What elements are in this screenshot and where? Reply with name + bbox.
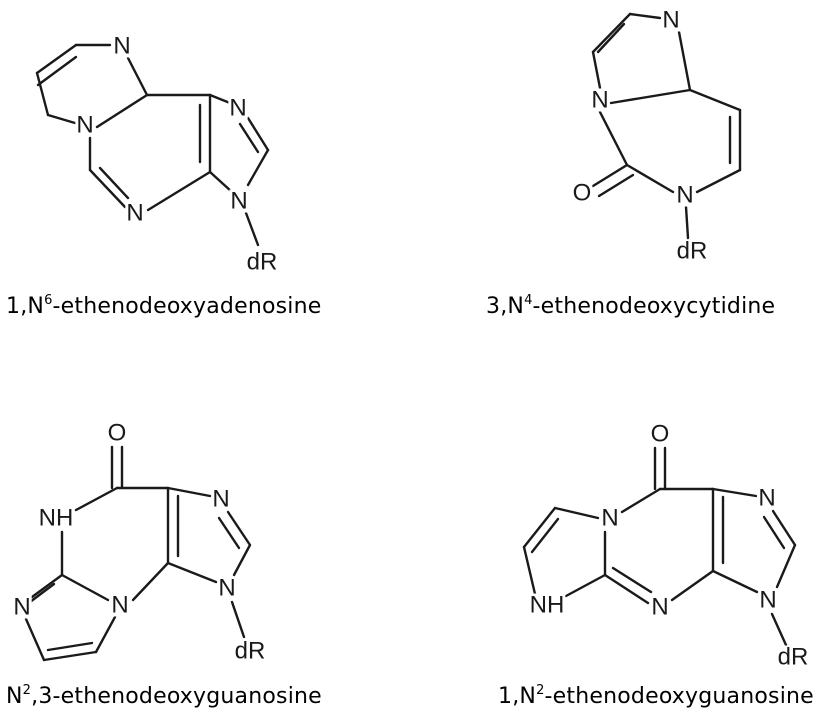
atom-label-background bbox=[675, 183, 695, 207]
atom-n3: N bbox=[591, 87, 608, 114]
atom-n1: N bbox=[601, 505, 618, 532]
atom-label-background bbox=[229, 189, 249, 213]
structure-ethenodeoxycytidine: N N O N dR bbox=[571, 7, 742, 265]
atom-label-background bbox=[106, 421, 128, 445]
structure-ethenodeoxyadenosine: N N N N N dR bbox=[35, 33, 279, 276]
caption-1-n2-ethenodeoxyguanosine: 1,N2-ethenodeoxyguanosine bbox=[498, 684, 814, 709]
caption-suffix: -ethenodeoxyadenosine bbox=[52, 294, 322, 319]
atom-label-background bbox=[245, 250, 279, 274]
atom-label-background bbox=[112, 34, 132, 58]
caption-prefix: 1,N bbox=[6, 294, 45, 319]
structure-n2-3-ethenodeoxyguanosine: O NH N N N N dR bbox=[12, 420, 267, 665]
atom-n3: N bbox=[651, 594, 668, 621]
caption-superscript: 2 bbox=[22, 683, 32, 698]
caption-prefix: N bbox=[6, 684, 23, 709]
atom-label-background bbox=[590, 88, 610, 112]
caption-prefix: 1,N bbox=[498, 684, 537, 709]
atom-n4: N bbox=[676, 182, 693, 209]
caption-superscript: 2 bbox=[536, 683, 545, 698]
caption-suffix: -ethenodeoxycytidine bbox=[532, 294, 776, 319]
atom-n7: N bbox=[758, 485, 775, 512]
bonds-1-n2-ethenodeoxyguanosine bbox=[522, 446, 797, 647]
atom-label-background bbox=[528, 593, 566, 617]
atom-label-background bbox=[661, 8, 681, 32]
atom-n9: N bbox=[230, 188, 247, 215]
atom-nh: NH bbox=[39, 505, 74, 532]
atom-label-background bbox=[675, 239, 709, 263]
atom-label-background bbox=[233, 639, 267, 663]
atom-n1: N bbox=[229, 95, 246, 122]
atom-n9: N bbox=[218, 575, 235, 602]
atom-o: O bbox=[573, 180, 592, 207]
atom-label-background bbox=[217, 576, 237, 600]
caption-superscript: 6 bbox=[44, 293, 53, 308]
atom-dr: dR bbox=[677, 238, 708, 265]
atom-nh: NH bbox=[530, 592, 565, 619]
atom-n3: N bbox=[126, 200, 143, 227]
atom-label-background bbox=[75, 113, 95, 137]
atom-n9: N bbox=[759, 587, 776, 614]
atom-o: O bbox=[108, 420, 127, 447]
caption-suffix: ,3-ethenodeoxyguanosine bbox=[31, 684, 322, 709]
atom-n6: N bbox=[76, 112, 93, 139]
atom-label-background bbox=[37, 506, 75, 530]
caption-suffix: -ethenodeoxyguanosine bbox=[544, 684, 814, 709]
atom-n7: N bbox=[212, 486, 229, 513]
atom-label-background bbox=[776, 645, 810, 669]
atom-label-background bbox=[228, 96, 248, 120]
atom-label-background bbox=[12, 595, 32, 619]
atom-dr: dR bbox=[778, 644, 809, 671]
atom-label-background bbox=[600, 506, 620, 530]
bonds-ethenodeoxycytidine bbox=[591, 12, 742, 240]
atom-dr: dR bbox=[247, 249, 278, 276]
structure-1-n2-ethenodeoxyguanosine: O N N NH N N dR bbox=[522, 421, 810, 671]
atom-label-background bbox=[758, 588, 778, 612]
atom-n7: N bbox=[113, 33, 130, 60]
caption-prefix: 3,N bbox=[486, 294, 525, 319]
atom-label-background bbox=[650, 595, 670, 619]
atom-n1: N bbox=[662, 7, 679, 34]
atom-label-background bbox=[211, 487, 231, 511]
caption-ethenodeoxycytidine: 3,N4-ethenodeoxycytidine bbox=[486, 294, 775, 319]
atom-n2: N bbox=[111, 592, 128, 619]
bonds-n2-3-ethenodeoxyguanosine bbox=[24, 445, 252, 662]
caption-n2-3-ethenodeoxyguanosine: N2,3-ethenodeoxyguanosine bbox=[6, 684, 322, 709]
atom-label-background bbox=[649, 422, 671, 446]
caption-superscript: 4 bbox=[524, 293, 533, 308]
atom-label-background bbox=[125, 201, 145, 225]
atom-label-background bbox=[571, 181, 593, 205]
atom-label-background bbox=[110, 593, 130, 617]
atom-dr: dR bbox=[235, 638, 266, 665]
caption-ethenodeoxyadenosine: 1,N6-ethenodeoxyadenosine bbox=[6, 294, 322, 319]
atom-n3: N bbox=[13, 594, 30, 621]
bonds-ethenodeoxyadenosine bbox=[35, 43, 270, 247]
atom-label-background bbox=[757, 486, 777, 510]
atom-o: O bbox=[651, 421, 670, 448]
